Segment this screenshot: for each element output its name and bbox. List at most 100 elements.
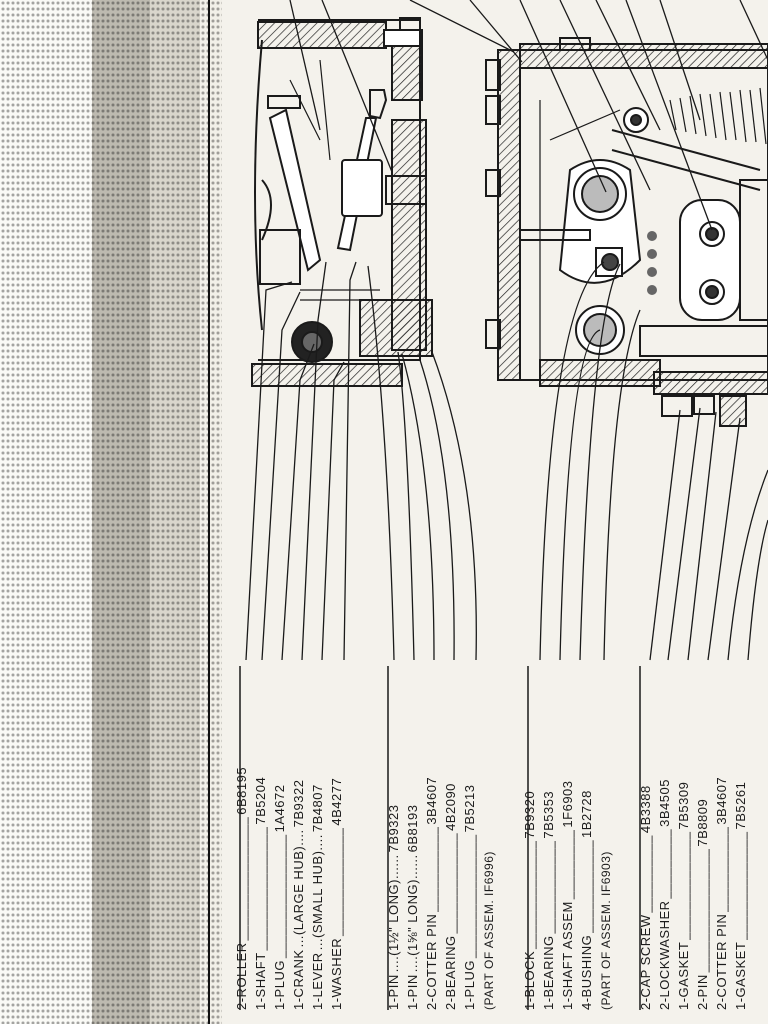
list-item: 2-CAP SCREW__________ 4B3388 [638, 785, 653, 1010]
list-item: 2-ROLLER________________6B8195 [234, 767, 249, 1010]
list-item-dots: _________ [657, 829, 672, 900]
list-item-dots: ______________ [676, 831, 691, 940]
page-binding-edge [0, 0, 222, 1024]
list-item-dots: ....(1½" LONG)...... [386, 854, 401, 972]
list-item-desc: 1-PIN [405, 974, 420, 1010]
list-item: 1-PLUG________________1A4672 [272, 785, 287, 1010]
list-item: 2-BEARING_____________ 4B2090 [443, 783, 458, 1010]
list-item-desc: 2-BEARING [443, 935, 458, 1010]
leader-lines [245, 0, 768, 661]
parts-group-1: 2-ROLLER________________6B81951-SHAFT___… [234, 767, 344, 1010]
list-item-desc: 1-GASKET [676, 942, 691, 1010]
list-item-desc: 4-BUSHING [579, 935, 594, 1010]
list-item-dots: ________________ [462, 834, 477, 959]
list-item-part: 1A4672 [272, 785, 287, 833]
list-item: 2-COTTER PIN ___________3B4607 [424, 777, 439, 1010]
list-item-dots: ________________ [234, 816, 249, 941]
list-item-dots: ...(LARGE HUB).... [291, 829, 306, 947]
parts-group-2: 1-PIN ....(1½" LONG)......7B9323 1-PIN....… [386, 777, 496, 1010]
list-item-part: 1B2728 [579, 790, 594, 838]
list-item-dots: ______________ [733, 831, 748, 940]
list-item: 1-SHAFT________________7B5204 [253, 777, 268, 1010]
exploded-assembly-diagram: 2-ROLLER________________6B81951-SHAFT___… [234, 0, 768, 1010]
list-item: 1-BEARING____________7B5353 [541, 791, 556, 1010]
list-item-part: 7B9323 [386, 805, 401, 853]
list-item: (PART OF ASSEM. IF6903) [599, 851, 613, 1010]
list-item-desc: 2-PIN [695, 974, 710, 1010]
list-item-part: 7B9320 [522, 791, 537, 839]
list-item: 4-BUSHING____________ 1B2728 [579, 790, 594, 1010]
list-item-dots: ________________ [695, 848, 710, 973]
list-item: 1-PLUG________________7B5213 [462, 785, 477, 1010]
list-item-dots: ___________ [714, 826, 729, 912]
list-item-desc: 1-CRANK [291, 949, 306, 1010]
list-item-desc: 1-SHAFT [253, 952, 268, 1010]
parts-group-3: 1-BLOCK ______________7B9320 1-BEARING____… [522, 780, 613, 1010]
list-item-dots: ________________ [253, 826, 268, 951]
parts-group-4: 2-CAP SCREW__________4B33882-LOCKWASHER_… [638, 777, 748, 1010]
list-item-part: 7B5353 [541, 791, 556, 839]
list-item: (PART OF ASSEM. IF6996) [482, 851, 496, 1010]
list-item: 1-CRANK ...(LARGE HUB)....7B9322 [291, 780, 306, 1010]
list-item: 2-PIN________________7B8809 [695, 799, 710, 1010]
list-item-part: 1F6903 [560, 780, 575, 827]
list-item: 1-GASKET ______________7B5261 [733, 782, 748, 1010]
list-item-part: 6B8195 [234, 767, 249, 815]
list-item: 1-PIN ....(1⅝" LONG)......6B8193 [405, 805, 420, 1010]
list-item-part: 7B5309 [676, 782, 691, 830]
list-item-part: 7B8809 [695, 799, 710, 847]
list-item-part: 7B5204 [253, 777, 268, 825]
list-item-part: 4B3388 [638, 785, 653, 833]
list-item-desc: 2-ROLLER [234, 942, 249, 1010]
parts-list: 2-ROLLER________________6B81951-SHAFT___… [234, 767, 748, 1010]
list-item: 2-LOCKWASHER_________ 3B4505 [657, 779, 672, 1010]
list-item-dots: ______________ [329, 827, 344, 936]
list-item-desc: 1-PIN [386, 974, 401, 1010]
list-item-desc: 2-COTTER PIN [424, 914, 439, 1010]
list-item-desc: 1-WASHER [329, 938, 344, 1010]
list-item-desc: 1-GASKET [733, 942, 748, 1010]
list-item-desc: 2-COTTER PIN [714, 914, 729, 1010]
list-item-desc: 1-LEVER [310, 952, 325, 1010]
list-item-part: 3B4505 [657, 779, 672, 827]
group-brackets [239, 666, 641, 1010]
list-item-part: 4B2090 [443, 783, 458, 831]
list-item-dots: ...(SMALL HUB).... [310, 834, 325, 950]
list-item-desc: 2-CAP SCREW [638, 914, 653, 1010]
list-item: 1-LEVER ...(SMALL HUB).... 7B4807 [310, 784, 325, 1010]
list-item-dots: ________________ [272, 834, 287, 959]
list-item-desc: 2-LOCKWASHER [657, 900, 672, 1010]
right-housing-section [485, 37, 768, 427]
list-item: 2-COTTER PIN ___________3B4607 [714, 777, 729, 1010]
list-item-dots: ____________ [579, 840, 594, 934]
list-item-dots: ....(1⅝" LONG)...... [405, 854, 420, 972]
list-item-part: 3B4607 [424, 777, 439, 825]
list-item-desc: 1-SHAFT ASSEM [560, 901, 575, 1010]
gear-teeth [669, 87, 767, 145]
left-housing-section [251, 17, 433, 387]
list-item-dots: ___________ [424, 826, 439, 912]
list-item: 1-SHAFT ASSEM_________1F6903 [560, 780, 575, 1010]
list-item-part: 7B5213 [462, 785, 477, 833]
list-item-desc: 1-PLUG [462, 960, 477, 1010]
list-item-dots: ____________ [541, 840, 556, 934]
list-item-desc: (PART OF ASSEM. IF6903) [599, 851, 613, 1010]
list-item-dots: _____________ [443, 833, 458, 935]
list-item: 1-PIN ....(1½" LONG)......7B9323 [386, 805, 401, 1010]
list-item-part: 6B8193 [405, 805, 420, 853]
page-border-line [208, 0, 210, 1024]
list-item-desc: 1-BLOCK [522, 951, 537, 1010]
list-item-desc: 1-PLUG [272, 960, 287, 1010]
list-item: 1-WASHER ______________4B4277 [329, 778, 344, 1010]
list-item: 1-BLOCK ______________7B9320 [522, 791, 537, 1010]
list-item-part: 7B5261 [733, 782, 748, 830]
list-item-dots: ______________ [522, 840, 537, 949]
list-item-part: 7B4807 [310, 784, 325, 832]
list-item-part: 3B4607 [714, 777, 729, 825]
list-item: 1-GASKET ______________7B5309 [676, 782, 691, 1010]
list-item-part: 4B4277 [329, 778, 344, 826]
list-item-dots: __________ [638, 835, 653, 914]
list-item-desc: (PART OF ASSEM. IF6996) [482, 851, 496, 1010]
list-item-part: 7B9322 [291, 780, 306, 828]
